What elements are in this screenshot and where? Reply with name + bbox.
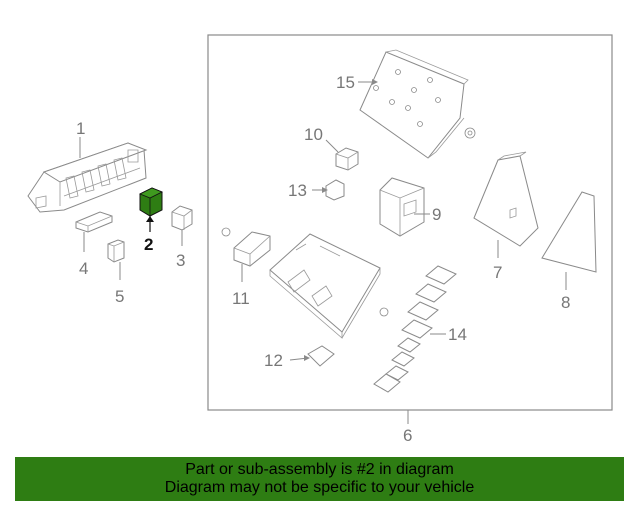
callout-8: 8: [561, 293, 570, 312]
part-2-relay[interactable]: [139, 187, 163, 217]
callout-4: 4: [79, 259, 88, 278]
part-1-fuse-block[interactable]: [27, 142, 148, 213]
part-15-module[interactable]: [359, 49, 469, 159]
part-10-relay[interactable]: [335, 147, 359, 171]
callout-2: 2: [144, 235, 153, 254]
part-14-fuses[interactable]: [373, 265, 457, 393]
callout-9: 9: [432, 205, 441, 224]
part-11-connector[interactable]: [233, 231, 271, 267]
callout-5: 5: [115, 287, 124, 306]
part-4-fuse[interactable]: [75, 211, 113, 233]
part-6-frame[interactable]: [207, 34, 613, 411]
banner-line-1: Part or sub-assembly is #2 in diagram: [185, 461, 454, 478]
callout-15: 15: [336, 73, 355, 92]
part-13-bracket[interactable]: [325, 179, 345, 201]
callout-6: 6: [403, 426, 412, 445]
central-module[interactable]: [269, 233, 381, 339]
part-8-cover[interactable]: [541, 191, 597, 273]
part-5-clip[interactable]: [107, 239, 125, 263]
part-7-cover[interactable]: [473, 151, 539, 247]
callout-1: 1: [76, 119, 85, 138]
callout-10: 10: [304, 125, 323, 144]
banner-line-2: Diagram may not be specific to your vehi…: [164, 479, 475, 496]
info-banner: Part or sub-assembly is #2 in diagram Di…: [15, 457, 624, 501]
parts-diagram: 1 2 3 4 5 6: [27, 34, 613, 445]
callout-13: 13: [288, 181, 307, 200]
callout-3: 3: [176, 251, 185, 270]
part-12-cover[interactable]: [307, 345, 335, 367]
callout-11: 11: [232, 289, 250, 308]
callout-12: 12: [264, 351, 283, 370]
part-9-bracket[interactable]: [379, 177, 425, 237]
part-3-relay[interactable]: [171, 205, 193, 231]
callout-14: 14: [448, 325, 467, 344]
callout-7: 7: [493, 263, 502, 282]
